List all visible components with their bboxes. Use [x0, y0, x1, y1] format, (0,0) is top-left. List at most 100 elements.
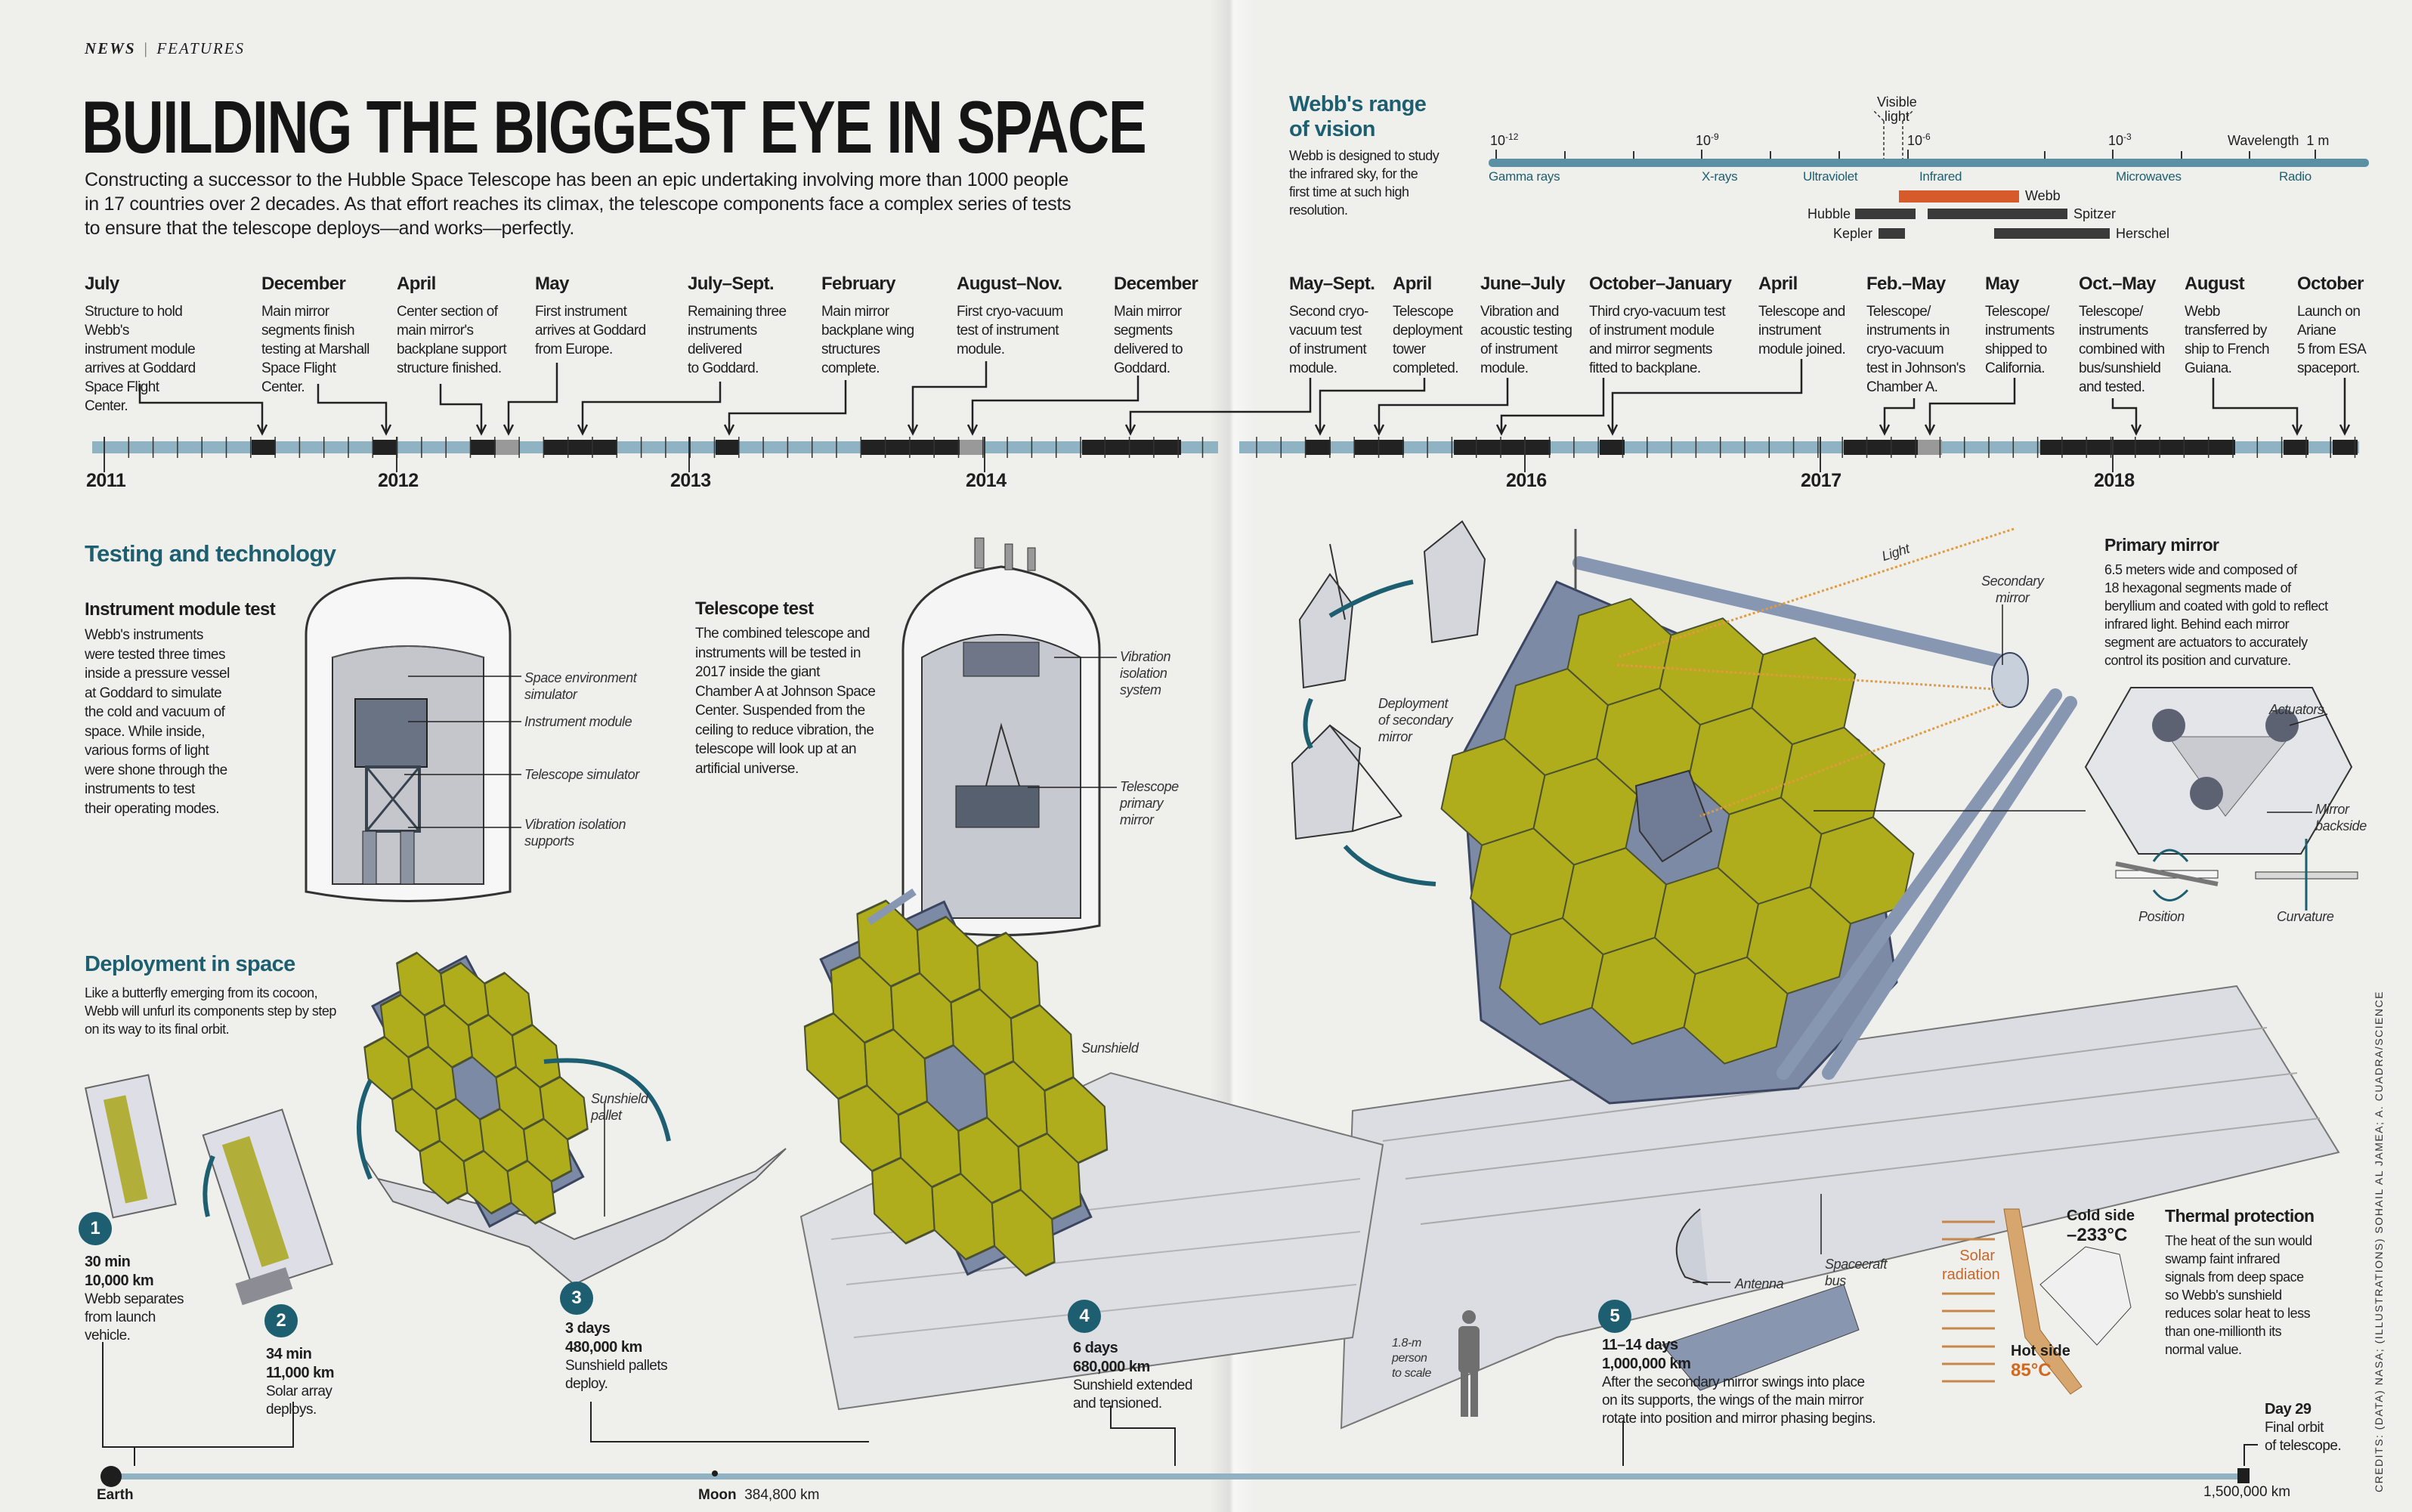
timeline-pointer [581, 382, 722, 432]
event-text: Center section of main mirror's backplan… [397, 304, 507, 376]
page-title: BUILDING THE BIGGEST EYE IN SPACE [82, 85, 1147, 169]
pressure-vessel-illustration [305, 577, 521, 902]
timeline-period [1454, 440, 1551, 455]
event-text: Vibration and acoustic testing of instru… [1480, 304, 1572, 376]
thermal-text: The heat of the sun would swamp faint in… [2165, 1233, 2312, 1357]
event-text: First cryo-vacuum test of instrument mod… [957, 304, 1063, 357]
timeline-pointer [507, 363, 558, 432]
webb-step4-illustration [799, 888, 1384, 1411]
final-orbit-text: Day 29 Final orbit of telescope. [2265, 1400, 2342, 1455]
arrowhead-icon [1606, 424, 1619, 436]
label-mirror-backside: Mirror backside [2315, 802, 2367, 833]
timeline-period [1918, 440, 1942, 455]
timeline-pointer [728, 380, 847, 432]
final-day: Day 29 [2265, 1401, 2312, 1418]
event-date: Feb.–May [1866, 274, 1946, 294]
instrument-test-text: Webb's instruments were tested three tim… [85, 627, 230, 817]
label-position: Position [2138, 909, 2185, 924]
webb-telescope-deployed [1340, 527, 2340, 1430]
tick-exponent: -3 [2123, 131, 2132, 142]
telescope-label: Webb [2025, 188, 2061, 203]
earth-label: Earth [97, 1487, 134, 1503]
mirror-backside-illustration [2084, 687, 2358, 911]
arrowhead-icon [475, 424, 487, 436]
thermal-title: Thermal protection [2165, 1206, 2315, 1226]
mirror-segment [1044, 1076, 1109, 1164]
label-secondary-mirror: Secondary mirror [1981, 574, 2044, 605]
event-text: Main mirror backplane wing structures co… [821, 304, 914, 376]
label-vibration-supports: Vibration isolation supports [524, 817, 626, 849]
event-text: Telescope/ instruments in cryo-vacuum te… [1866, 304, 1965, 395]
timeline-period [1306, 440, 1331, 455]
arrowhead-icon [1495, 424, 1508, 436]
timeline-arrows [138, 359, 2351, 436]
timeline-pointer [2111, 398, 2138, 432]
intro-paragraph: Constructing a successor to the Hubble S… [85, 169, 1071, 239]
event-date: June–July [1480, 274, 1566, 294]
timeline-pointer [1500, 378, 1605, 432]
arrowhead-icon [502, 424, 515, 436]
arrowhead-icon [2339, 424, 2351, 436]
timeline-period [716, 440, 739, 455]
step-time: 34 min [266, 1346, 312, 1362]
year-label: 2016 [1506, 470, 1547, 491]
event-text: Structure to hold Webb's instrument modu… [85, 304, 196, 414]
timeline-event: August–Nov.First cryo-vacuum test of ins… [957, 274, 1070, 359]
label-telescope-simulator: Telescope simulator [524, 767, 639, 782]
arrowhead-icon [1924, 424, 1936, 436]
final-description: Final orbit of telescope. [2265, 1420, 2342, 1454]
arrowhead-icon [1373, 424, 1385, 436]
visible-light-label: Visible light [1877, 94, 1917, 124]
band-label: Ultraviolet [1803, 169, 1858, 184]
spitzer-range-bar [1928, 209, 2067, 219]
timeline-period [496, 440, 520, 455]
band-label: Gamma rays [1489, 169, 1560, 184]
year-label: 2018 [2094, 470, 2135, 491]
step-distance: 1,000,000 km [1602, 1356, 1691, 1372]
year-label: 2014 [966, 470, 1007, 491]
telescope-label: Hubble [1807, 206, 1851, 221]
timeline-period [2284, 440, 2308, 455]
step-3-badge: 3 [560, 1282, 593, 1315]
step-time: 6 days [1073, 1340, 1118, 1356]
timeline-period [960, 440, 984, 455]
cold-side-label: Cold side [2067, 1207, 2135, 1224]
event-date: May [535, 274, 569, 294]
year-label: 2017 [1801, 470, 1841, 491]
event-date: May–Sept. [1289, 274, 1375, 294]
spectrum-bar [1489, 159, 2369, 167]
event-date: Oct.–May [2079, 274, 2157, 294]
label-space-environment: Space environment simulator [524, 670, 637, 702]
label-actuators: Actuators [2269, 702, 2324, 717]
credits: CREDITS: (DATA) NASA; (ILLUSTRATIONS) SO… [2373, 991, 2385, 1492]
secondary-deployment-sketches [1291, 520, 1486, 886]
herschel-range-bar [1994, 228, 2110, 239]
label-person-scale: 1.8-m person to scale [1392, 1337, 1431, 1380]
timeline-period [471, 440, 496, 455]
arrowhead-icon [2130, 424, 2142, 436]
wavelength-label: Wavelength 1 m [2228, 133, 2330, 148]
step-time: 3 days [565, 1320, 611, 1337]
step-time: 11–14 days [1602, 1337, 1678, 1353]
kicker-features: FEATURES [156, 39, 246, 57]
primary-mirror-text: 6.5 meters wide and composed of 18 hexag… [2104, 562, 2328, 668]
tick-exponent: -9 [1711, 131, 1719, 142]
webb-range-bar [1899, 190, 2019, 203]
telescope-label: Kepler [1833, 226, 1873, 241]
mirror-segments-step3 [363, 951, 589, 1225]
step-description: Sunshield pallets deploy. [565, 1358, 668, 1392]
event-date: October [2297, 274, 2364, 294]
event-text: Webb transferred by ship to French Guian… [2185, 304, 2270, 376]
deployment-heading: Deployment in space [85, 952, 295, 976]
instrument-test-title: Instrument module test [85, 599, 276, 620]
arrowhead-icon [380, 424, 392, 436]
event-text: Third cryo-vacuum test of instrument mod… [1589, 304, 1726, 376]
event-text: Launch on Ariane 5 from ESA spaceport. [2297, 304, 2367, 376]
event-date: April [1758, 274, 1798, 294]
